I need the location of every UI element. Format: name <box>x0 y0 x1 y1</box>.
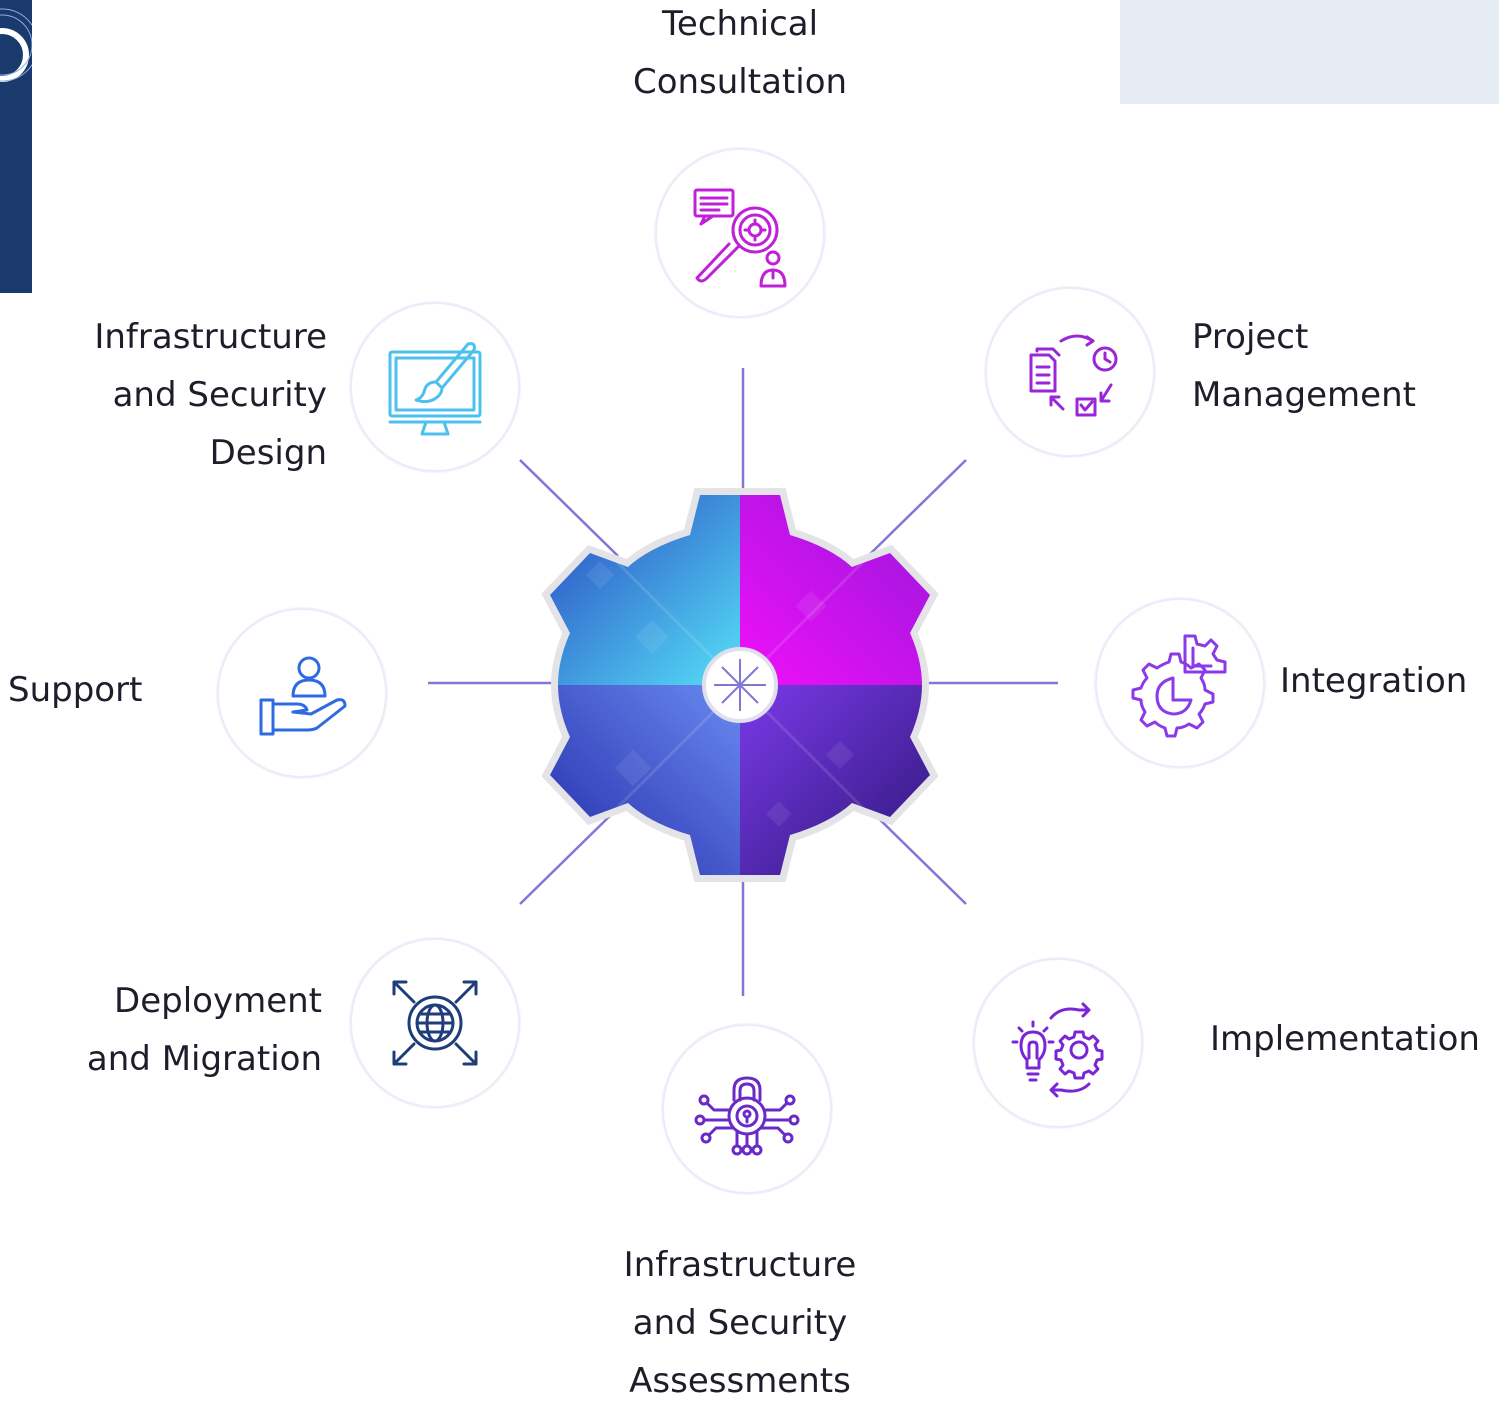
node-technical-consultation[interactable] <box>655 148 825 318</box>
label-integration: Integration <box>1280 661 1468 701</box>
consultation-magnifier-icon <box>693 188 787 288</box>
hand-person-icon <box>259 656 347 736</box>
lightbulb-gear-icon <box>1011 1002 1104 1098</box>
globe-arrows-icon <box>392 980 478 1066</box>
label-project-management: Project Management <box>1192 317 1416 415</box>
node-integration[interactable] <box>1095 598 1265 768</box>
project-cycle-icon <box>1029 334 1118 417</box>
logo-rings-icon <box>0 8 32 82</box>
label-deployment-migration: Deployment and Migration <box>86 981 322 1079</box>
label-infrastructure-security-assessments: Infrastructure and Security Assessments <box>623 1245 857 1401</box>
node-deployment-migration[interactable] <box>350 938 520 1108</box>
label-implementation: Implementation <box>1210 1019 1480 1059</box>
node-implementation[interactable] <box>973 958 1143 1128</box>
node-support[interactable] <box>217 608 387 778</box>
label-support: Support <box>8 670 143 710</box>
gear-puzzle-icon <box>1131 634 1227 738</box>
monitor-brush-icon <box>388 342 482 436</box>
central-gear <box>520 470 960 900</box>
node-infrastructure-security-assessments[interactable] <box>662 1024 832 1194</box>
label-technical-consultation: Technical Consultation <box>632 4 848 102</box>
node-project-management[interactable] <box>985 287 1155 457</box>
node-infrastructure-security-design[interactable] <box>350 302 520 472</box>
left-decorative-strip <box>0 0 32 293</box>
top-right-panel <box>1120 0 1499 104</box>
circuit-lock-icon <box>694 1076 800 1156</box>
label-infrastructure-security-design: Infrastructure and Security Design <box>94 317 327 473</box>
